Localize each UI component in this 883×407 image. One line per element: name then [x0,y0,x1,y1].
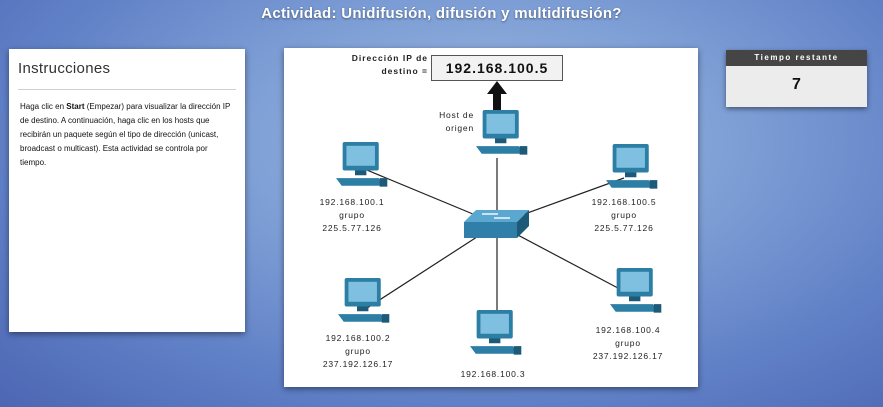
host-4-group: 237.192.126.17 [592,351,664,361]
host-1-group-label: grupo [339,210,365,220]
dest-ip-value: 192.168.100.5 [431,55,563,81]
network-links [361,81,634,312]
host-4-label: 192.168.100.4 grupo 237.192.126.17 [576,324,680,363]
host-4-group-label: grupo [615,338,641,348]
host-1-label: 192.168.100.1 grupo 225.5.77.126 [302,196,402,235]
host-5-group-label: grupo [611,210,637,220]
origin-host-computer-icon [476,110,528,155]
host-3-label: 192.168.100.3 [441,368,545,381]
host-2-computer-icon[interactable] [338,278,394,328]
origin-host-label: Host de origen [416,109,474,135]
timer-value: 7 [726,66,867,107]
dest-ip-label-line2: destino = [381,66,428,76]
host-2-ip: 192.168.100.2 [325,333,391,343]
instructions-text-start: Haga clic en [20,102,67,111]
instructions-text-rest: (Empezar) para visualizar la dirección I… [20,102,231,167]
host-3-ip: 192.168.100.3 [460,369,526,379]
host-2-label: 192.168.100.2 grupo 237.192.126.17 [306,332,410,371]
instructions-heading: Instrucciones [18,60,111,77]
host-5-computer-icon[interactable] [606,144,662,194]
origin-label-line2: origen [445,123,474,133]
host-2-group: 237.192.126.17 [322,359,394,369]
timer-panel: Tiempo restante 7 [726,50,867,107]
host-5-label: 192.168.100.5 grupo 225.5.77.126 [574,196,674,235]
instructions-panel: Instrucciones Haga clic en Start (Empeza… [9,49,245,332]
host-4-ip: 192.168.100.4 [595,325,661,335]
arrow-up-icon [487,81,507,111]
instructions-text: Haga clic en Start (Empezar) para visual… [20,100,236,170]
switch-icon[interactable] [464,210,529,238]
origin-label-line1: Host de [439,110,474,120]
instructions-divider [18,89,236,90]
host-3-computer-icon[interactable] [470,310,526,360]
host-1-ip: 192.168.100.1 [319,197,385,207]
host-5-ip: 192.168.100.5 [591,197,657,207]
dest-ip-label-line1: Dirección IP de [351,53,428,63]
host-2-group-label: grupo [345,346,371,356]
host-5-group: 225.5.77.126 [594,223,654,233]
link-host-4 [496,223,634,297]
dest-ip-label: Dirección IP de destino = [314,52,428,78]
host-4-computer-icon[interactable] [610,268,666,318]
host-1-group: 225.5.77.126 [322,223,382,233]
link-host-2 [363,223,498,311]
network-diagram: Dirección IP de destino = 192.168.100.5 H… [284,48,698,387]
instructions-start-word: Start [66,102,85,111]
host-1-computer-icon[interactable] [336,142,392,192]
activity-title: Actividad: Unidifusión, difusión y multi… [261,5,622,22]
timer-label: Tiempo restante [726,50,867,66]
